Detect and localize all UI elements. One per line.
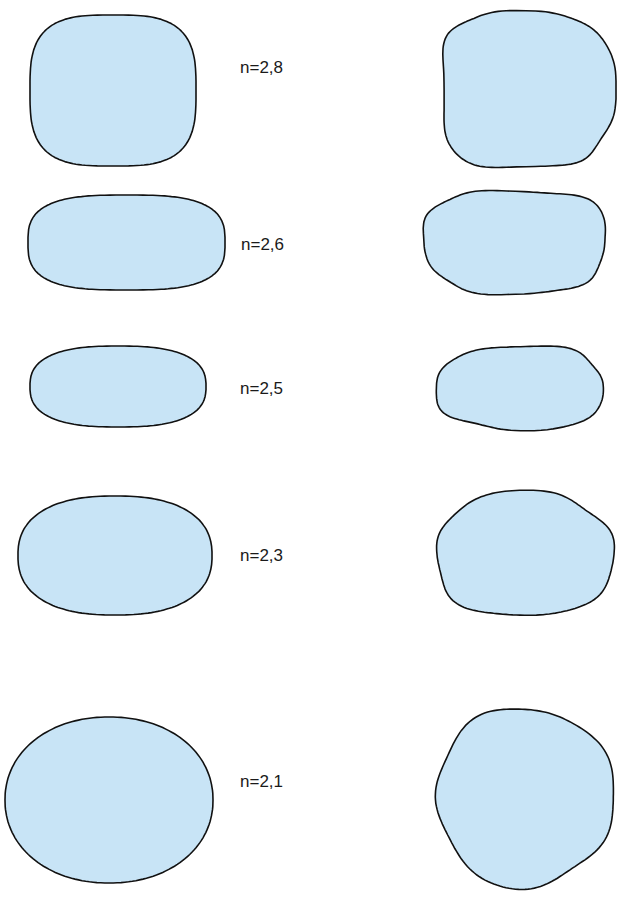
superellipse-shape	[30, 15, 196, 166]
superellipse-shape	[28, 195, 225, 290]
exponent-label: n=2,8	[240, 58, 283, 78]
superellipse-shape	[5, 717, 213, 883]
exponent-label: n=2,6	[241, 235, 284, 255]
exponent-label: n=2,3	[240, 546, 283, 566]
irregular-shape	[436, 346, 603, 431]
irregular-shape	[443, 11, 616, 168]
irregular-shape	[435, 709, 613, 889]
superellipse-shape	[18, 496, 212, 615]
irregular-shape	[423, 191, 605, 295]
superellipse-shape	[30, 346, 206, 427]
irregular-shape	[437, 490, 615, 615]
exponent-label: n=2,1	[240, 772, 283, 792]
exponent-label: n=2,5	[240, 379, 283, 399]
